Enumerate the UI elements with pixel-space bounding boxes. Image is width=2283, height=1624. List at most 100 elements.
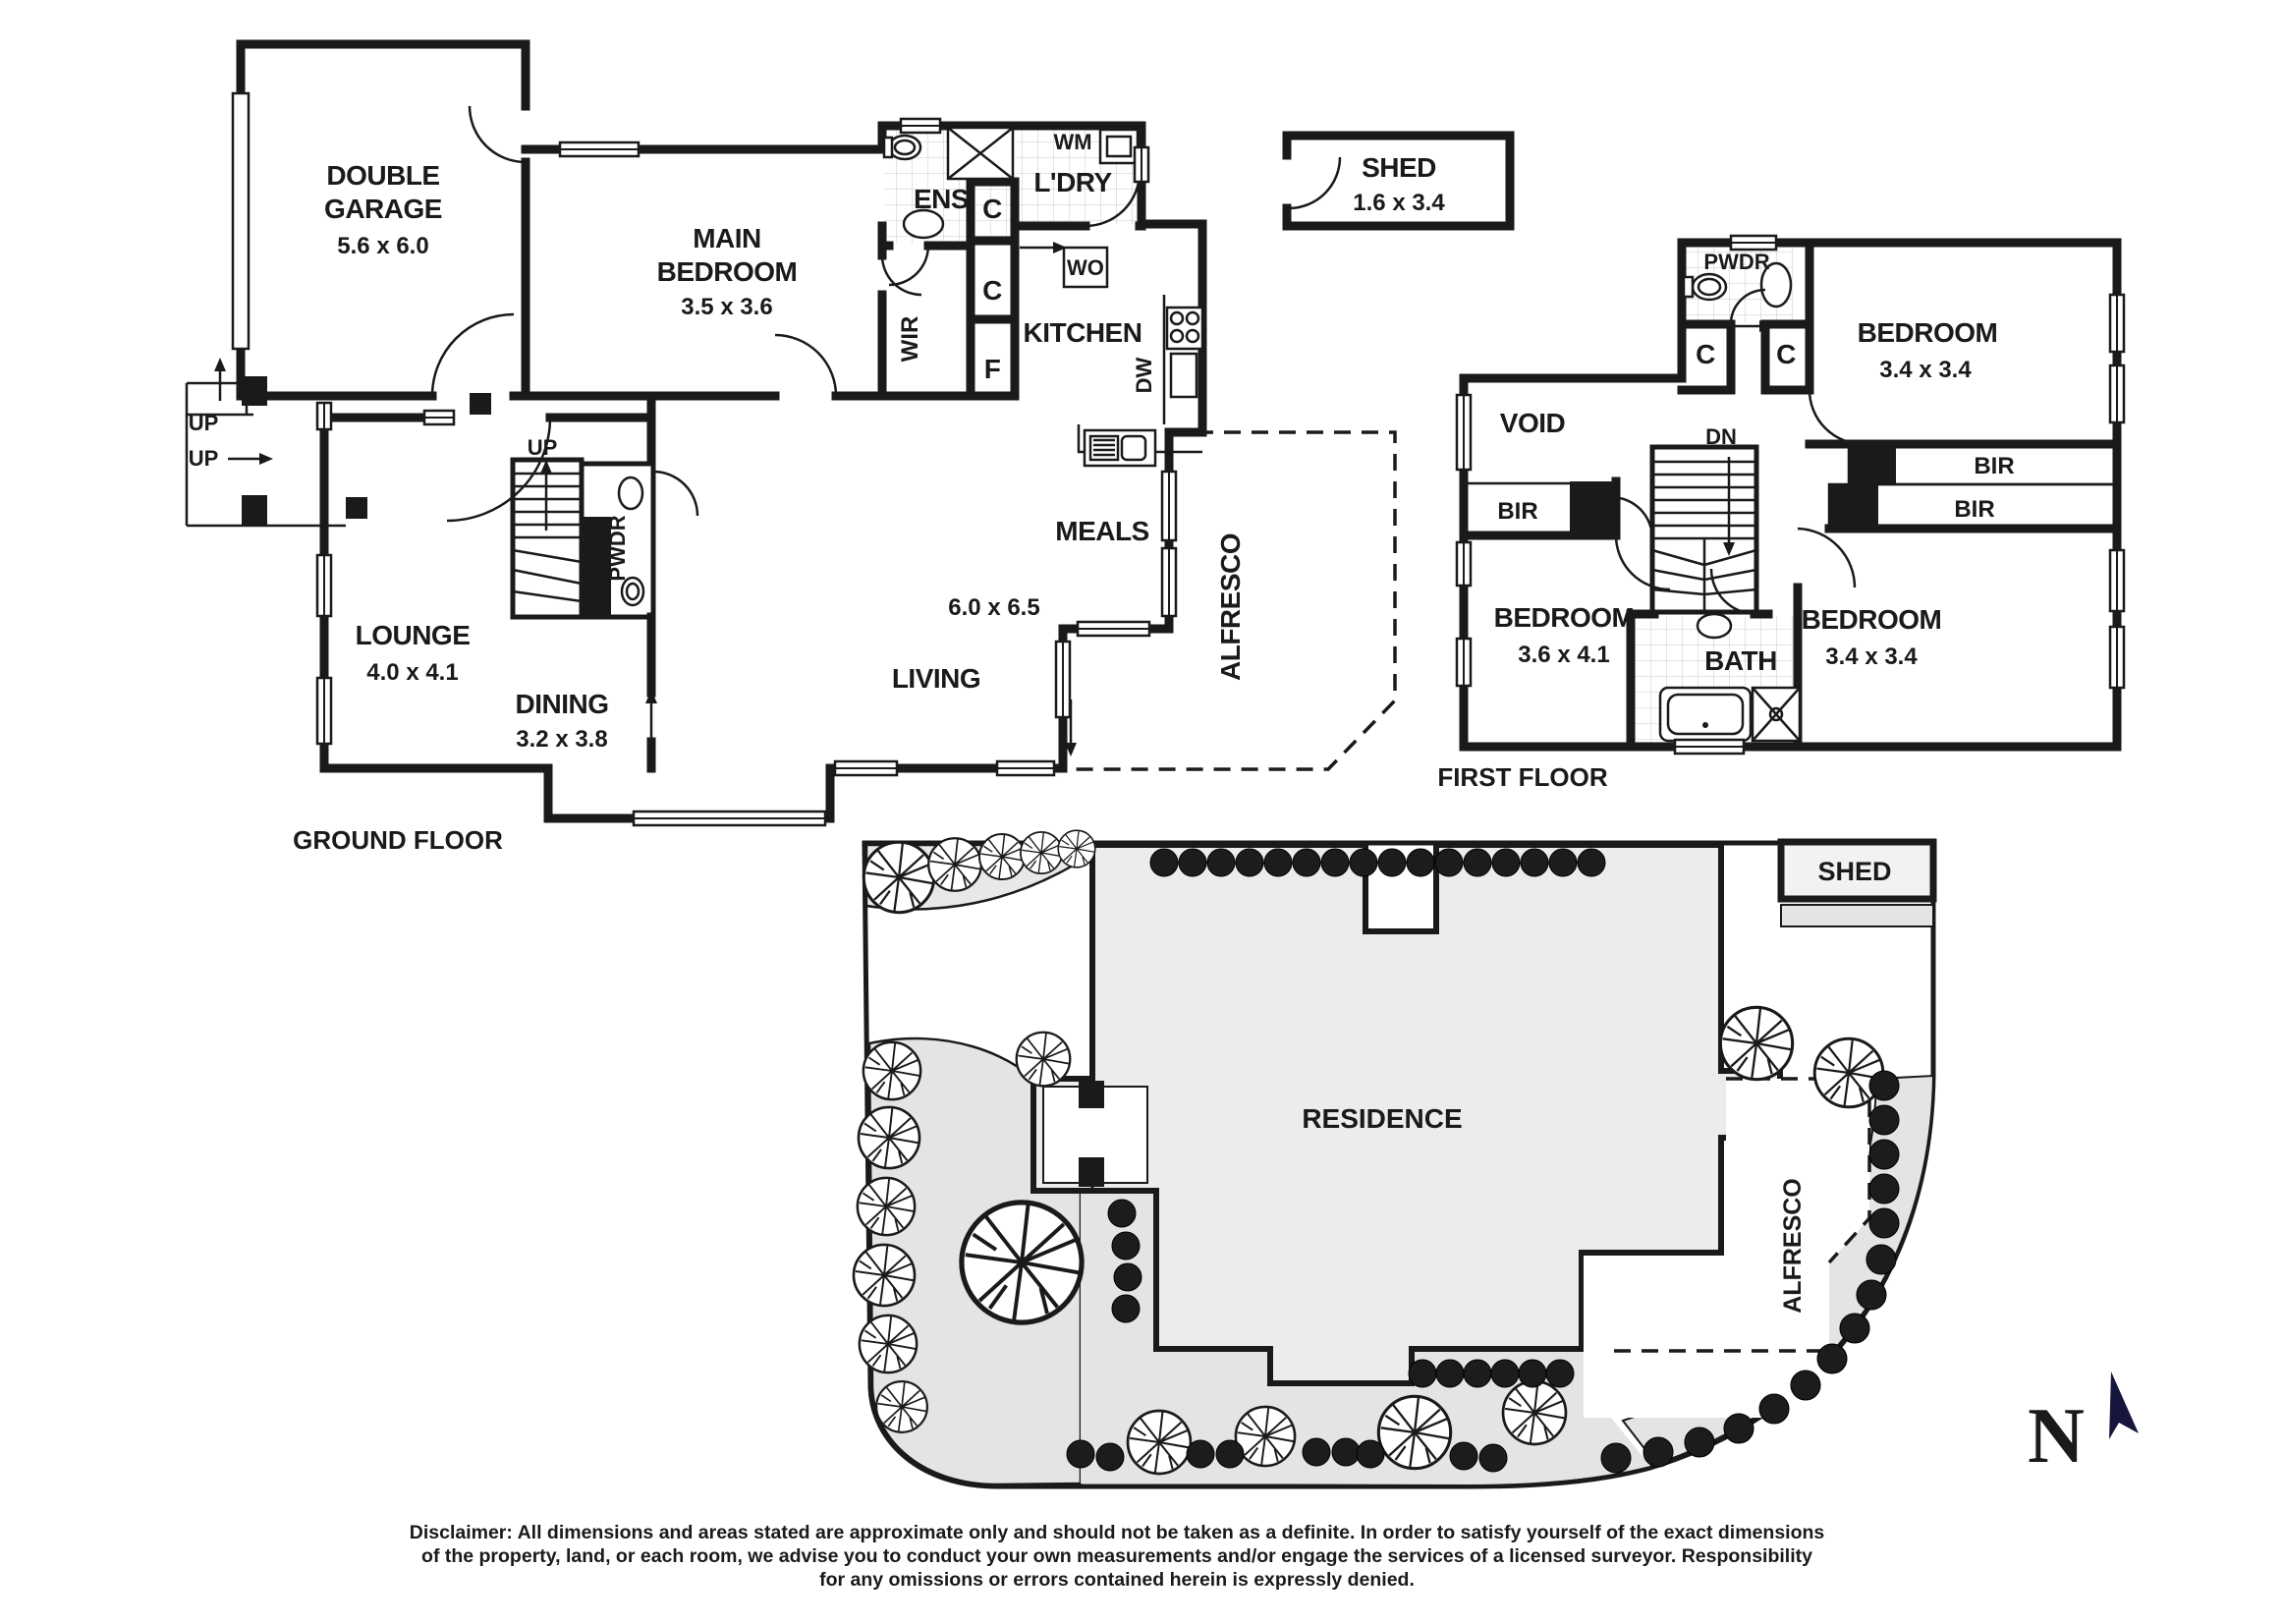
living-label: LIVING [892, 663, 980, 694]
pwdr-toilet [620, 576, 645, 607]
site-alfresco-dash [1614, 1077, 1871, 1353]
bush-icon [1816, 1343, 1848, 1374]
ff-bir-right1-label: BIR [1974, 453, 2014, 479]
ff-door-arcs [1610, 288, 1865, 616]
tree-icon [858, 1314, 919, 1374]
ff-bath-fixtures [1658, 612, 1802, 743]
tree-icon [1718, 1005, 1795, 1082]
ff-bir-left [1464, 481, 1618, 537]
first-floor-title: FIRST FLOOR [1437, 762, 1608, 792]
meals-label: MEALS [1055, 516, 1149, 546]
wall-oven-box [1062, 246, 1109, 289]
closet2-label: C [982, 275, 1002, 306]
ground-pwdr-room [579, 461, 656, 620]
tree-icon [1126, 1409, 1193, 1476]
kitchen-label: KITCHEN [1024, 317, 1142, 348]
tree-icon [1234, 1405, 1297, 1468]
bush-icon [1215, 1439, 1245, 1469]
bush-icon [1865, 1244, 1897, 1275]
ens-basin [902, 208, 945, 240]
bush-icon [1790, 1370, 1821, 1401]
bush-icon [1111, 1294, 1141, 1323]
ground-floor-plan: DOUBLE GARAGE 5.6 x 6.0 MAIN BEDROOM 3.5… [185, 39, 1515, 855]
ff-bedroom3-label: BEDROOM [1802, 604, 1942, 635]
bush-icon [1868, 1104, 1900, 1136]
ff-bedroom1-dim: 3.4 x 3.4 [1879, 357, 1972, 383]
bush-icon [1545, 1359, 1575, 1388]
window [1133, 145, 1150, 184]
laundry-label: L'DRY [1033, 167, 1112, 197]
bush-icon [1518, 1359, 1547, 1388]
lounge-dim: 4.0 x 4.1 [366, 659, 458, 686]
ff-bedroom3-dim: 3.4 x 3.4 [1825, 644, 1918, 670]
fridge-label: F [984, 354, 1001, 384]
ff-stairs [1649, 444, 1759, 615]
main-bedroom-label-1: MAIN [693, 223, 761, 253]
tree-icon [857, 1105, 921, 1170]
window [1455, 637, 1473, 688]
north-label: N [2028, 1393, 2085, 1480]
window [1455, 393, 1473, 472]
tree-icon [1376, 1394, 1453, 1471]
disclaimer-line2: of the property, land, or each room, we … [421, 1545, 1812, 1567]
site-residence-label: RESIDENCE [1302, 1103, 1462, 1134]
wo-label: WO [1067, 255, 1104, 280]
entry-porch [185, 376, 491, 528]
ff-arrows [1734, 320, 1773, 332]
plan-shed [1282, 131, 1515, 231]
site-plan: RESIDENCE SHED ALFRESCO [852, 829, 1937, 1489]
washing-machine [1098, 128, 1140, 165]
ground-floor-title: GROUND FLOOR [293, 825, 503, 855]
dining-dim: 3.2 x 3.8 [516, 726, 607, 753]
ff-bedroom1-label: BEDROOM [1858, 317, 1998, 348]
ff-bath-label: BATH [1704, 645, 1777, 676]
window [315, 676, 333, 746]
bush-icon [1463, 848, 1492, 877]
main-bedroom-label-2: BEDROOM [657, 256, 798, 287]
porch-up1-label: UP [189, 411, 219, 435]
window [1729, 234, 1778, 252]
window [2108, 364, 2126, 424]
tree-icon [856, 1176, 917, 1237]
ff-bedroom2-label: BEDROOM [1494, 602, 1635, 633]
tree-icon [1812, 1036, 1885, 1109]
ff-closet2-label: C [1776, 339, 1796, 369]
bush-icon [1107, 1199, 1137, 1228]
ff-pwdr-basin [1759, 261, 1793, 308]
ff-bath-basin [1696, 612, 1733, 640]
laundry-fixtures [1098, 128, 1140, 165]
tree-icon [852, 1243, 917, 1308]
window [422, 409, 456, 426]
kitchen-fixtures [1062, 246, 1204, 468]
ground-alfresco-label: ALFRESCO [1215, 533, 1246, 681]
disclaimer-line1: Disclaimer: All dimensions and areas sta… [410, 1522, 1825, 1543]
sink-bowl-right [1120, 434, 1147, 462]
ff-bir-left-label: BIR [1497, 498, 1537, 525]
pwdr-basin [617, 476, 644, 511]
ff-windows [1455, 234, 2126, 756]
dishwasher-box [1169, 352, 1198, 399]
window [2108, 548, 2126, 613]
bush-icon [1349, 848, 1378, 877]
ff-void-label: VOID [1500, 408, 1566, 438]
dw-label: DW [1132, 357, 1156, 393]
bush-icon [1856, 1279, 1887, 1311]
ff-dn-label: DN [1705, 424, 1737, 449]
tree-icon [862, 1040, 922, 1101]
ground-door-arcs [430, 105, 1342, 523]
tree-icon [875, 1380, 928, 1433]
bush-icon [1490, 1359, 1520, 1388]
bush-icon [1758, 1393, 1790, 1425]
garage-dim: 5.6 x 6.0 [337, 233, 428, 259]
shed-label: SHED [1362, 152, 1436, 183]
window [1673, 738, 1746, 756]
ff-closet1-label: C [1696, 339, 1715, 369]
bush-icon [1406, 848, 1435, 877]
site-shed [1777, 838, 1937, 903]
wm-label: WM [1053, 130, 1091, 154]
bush-icon [1491, 848, 1521, 877]
window [1160, 546, 1178, 618]
bush-icon [1723, 1413, 1754, 1444]
